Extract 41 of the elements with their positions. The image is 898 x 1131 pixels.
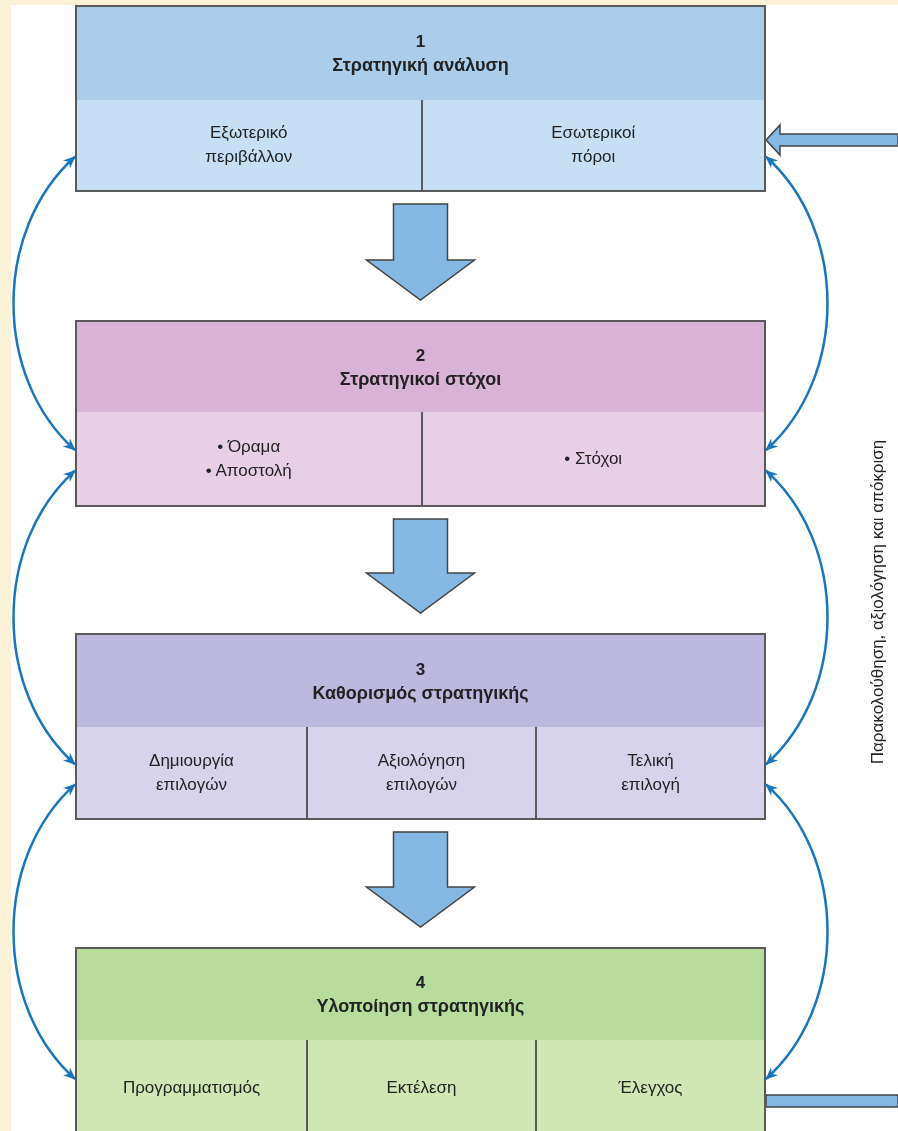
stage-title: Καθορισμός στρατηγικής <box>312 681 529 705</box>
step-number: 4 <box>415 972 426 994</box>
cell-text: Αξιολόγηση επιλογών <box>376 749 467 796</box>
table-cell <box>535 727 764 818</box>
cell-text: Δημιουργία επιλογών <box>148 749 235 796</box>
vertical-label: Παρακολούθηση, αξιολόγηση και απόκριση <box>868 438 888 767</box>
table-cell <box>420 100 764 190</box>
cell-text: Τελική επιλογή <box>620 749 681 796</box>
feedback-arrow <box>765 155 829 451</box>
block-arrow <box>764 123 898 157</box>
stage-title: Στρατηγική ανάλυση <box>332 54 509 77</box>
block-arrow <box>765 1094 898 1108</box>
cell-text: • Όραμα <box>217 435 281 458</box>
cell-text: • Στόχοι <box>564 447 623 470</box>
stage-box <box>75 320 766 507</box>
cell-text: Έλεγχος <box>618 1076 683 1099</box>
table-cell <box>306 1040 535 1131</box>
feedback-arrow <box>765 469 829 766</box>
stage-title: Στρατηγικοί στόχοι <box>339 367 502 391</box>
feedback-arrow <box>12 469 76 766</box>
cell-text: Εσωτερικοί πόροι <box>550 122 637 168</box>
feedback-arrow <box>765 783 829 1080</box>
block-arrow <box>364 518 477 614</box>
step-number: 1 <box>415 31 426 53</box>
stage-box <box>75 947 766 1131</box>
feedback-arrow <box>12 783 76 1080</box>
stage-box <box>75 5 766 192</box>
table-cell <box>306 727 535 818</box>
cell-text: Προγραμματισμός <box>122 1076 261 1099</box>
step-number: 3 <box>415 658 426 681</box>
cell-text: Εκτέλεση <box>386 1076 457 1099</box>
cell-text: Εξωτερικό περιβάλλον <box>204 122 294 168</box>
stage-title: Υλοποίηση στρατηγικής <box>316 995 525 1018</box>
block-arrow <box>364 831 477 928</box>
feedback-arrow <box>12 155 76 451</box>
table-cell <box>420 412 764 505</box>
table-cell <box>535 1040 764 1131</box>
block-arrow <box>364 203 477 301</box>
cell-text: • Αποστολή <box>205 459 292 482</box>
stage-box <box>75 633 766 820</box>
step-number: 2 <box>415 344 426 367</box>
